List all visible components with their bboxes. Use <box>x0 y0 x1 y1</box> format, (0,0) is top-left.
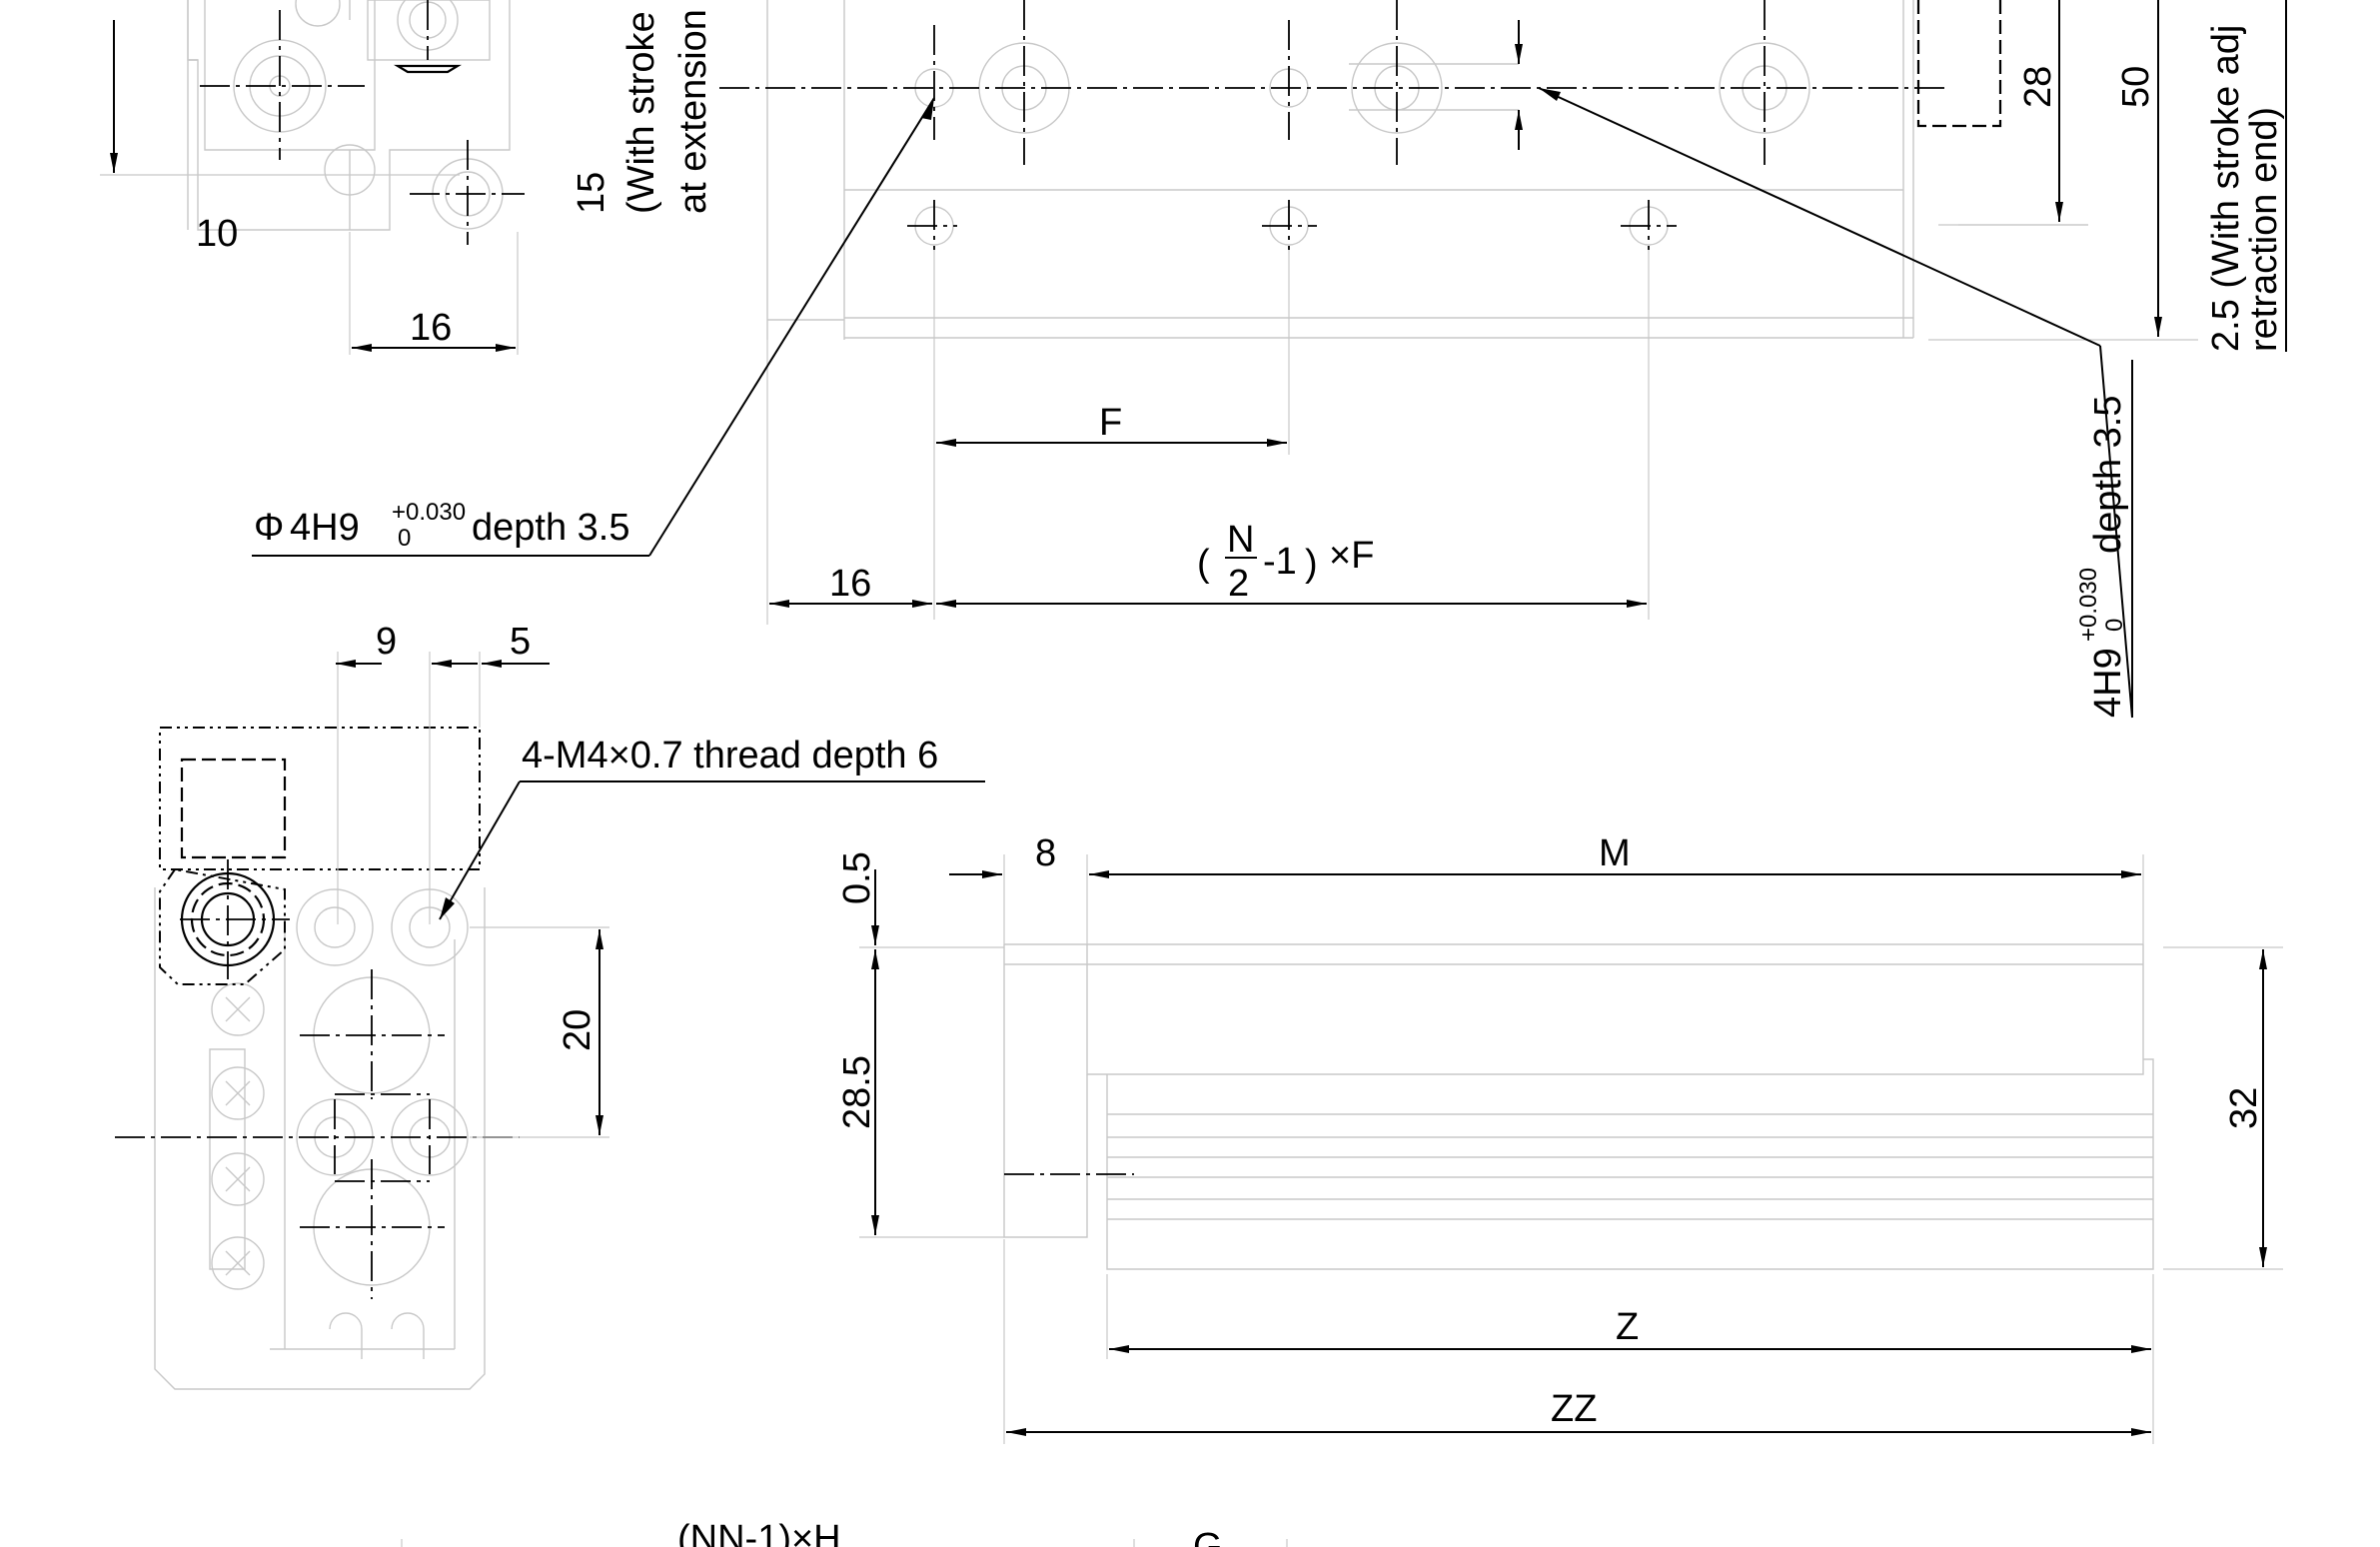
right-hole-size-label: 4H9 <box>2087 648 2129 718</box>
top-left-end-view: 10 16 <box>100 0 525 355</box>
dim-16b-label: 16 <box>829 563 871 605</box>
nf-numerator: N <box>1227 519 1254 561</box>
dim-20-label: 20 <box>557 1009 598 1051</box>
bottom-partial-labels: (NN-1)×H G <box>401 1518 1288 1547</box>
right-hole-tol-lower: 0 <box>2101 619 2128 632</box>
nf-denominator: 2 <box>1228 563 1249 605</box>
dim-15-label: 15 <box>571 172 612 214</box>
retraction-note-line1: 2.5 (With stroke adj <box>2205 25 2247 352</box>
nf-paren-close: ) <box>1305 543 1318 585</box>
dim-Z-label: Z <box>1616 1306 1639 1348</box>
dim-F-label: F <box>1099 402 1122 444</box>
nf-paren-open: ( <box>1197 543 1210 585</box>
dim-G-label: G <box>1193 1526 1223 1547</box>
right-hole-depth-label: depth 3.5 <box>2087 396 2129 554</box>
left-hole-callout: Φ 4H9 +0.030 0 depth 3.5 <box>252 97 935 557</box>
hole-tol-upper: +0.030 <box>392 499 466 526</box>
nf-times-f: ×F <box>1329 535 1374 577</box>
dim-28-label: 28 <box>2017 66 2059 108</box>
dim-9-label: 9 <box>376 621 397 663</box>
nf-minus-one: -1 <box>1263 541 1297 583</box>
dim-10-label: 10 <box>196 213 238 255</box>
dim-0-5-label: 0.5 <box>836 851 878 904</box>
dim-28-5-label: 28.5 <box>836 1055 878 1129</box>
retraction-note-line2: retraction end) <box>2243 107 2285 352</box>
dim-32-label: 32 <box>2223 1087 2265 1129</box>
hole-depth-label: depth 3.5 <box>472 507 629 549</box>
dim-ZZ-label: ZZ <box>1551 1388 1597 1430</box>
hole-phi-symbol: Φ <box>254 507 284 549</box>
extension-note-line1: (With stroke <box>620 11 662 214</box>
dim-8-label: 8 <box>1035 832 1056 874</box>
right-hole-callout: 4H9 +0.030 0 depth 3.5 <box>1538 87 2133 719</box>
dim-M-label: M <box>1599 832 1631 874</box>
dim-50-label: 50 <box>2115 66 2157 108</box>
extension-note: 15 (With stroke at extension <box>571 9 714 214</box>
thread-note: 4-M4×0.7 thread depth 6 <box>522 735 938 776</box>
nn-h-label: (NN-1)×H <box>677 1518 841 1547</box>
right-hole-tol-upper: +0.030 <box>2075 568 2102 642</box>
bottom-left-end-view: 9 5 20 4-M4×0.7 thread depth 6 <box>115 621 985 1390</box>
hole-size-label: 4H9 <box>290 507 360 549</box>
dim-16-label: 16 <box>410 307 452 349</box>
dim-5-label: 5 <box>510 621 531 663</box>
top-side-view: F 16 ( N 2 -1 ) ×F 28 50 2.5 (With strok… <box>719 0 2287 625</box>
extension-note-line2: at extension <box>672 9 714 214</box>
hole-tol-lower: 0 <box>398 525 411 552</box>
bottom-side-view: 8 M 0.5 28.5 32 Z ZZ <box>836 832 2283 1444</box>
